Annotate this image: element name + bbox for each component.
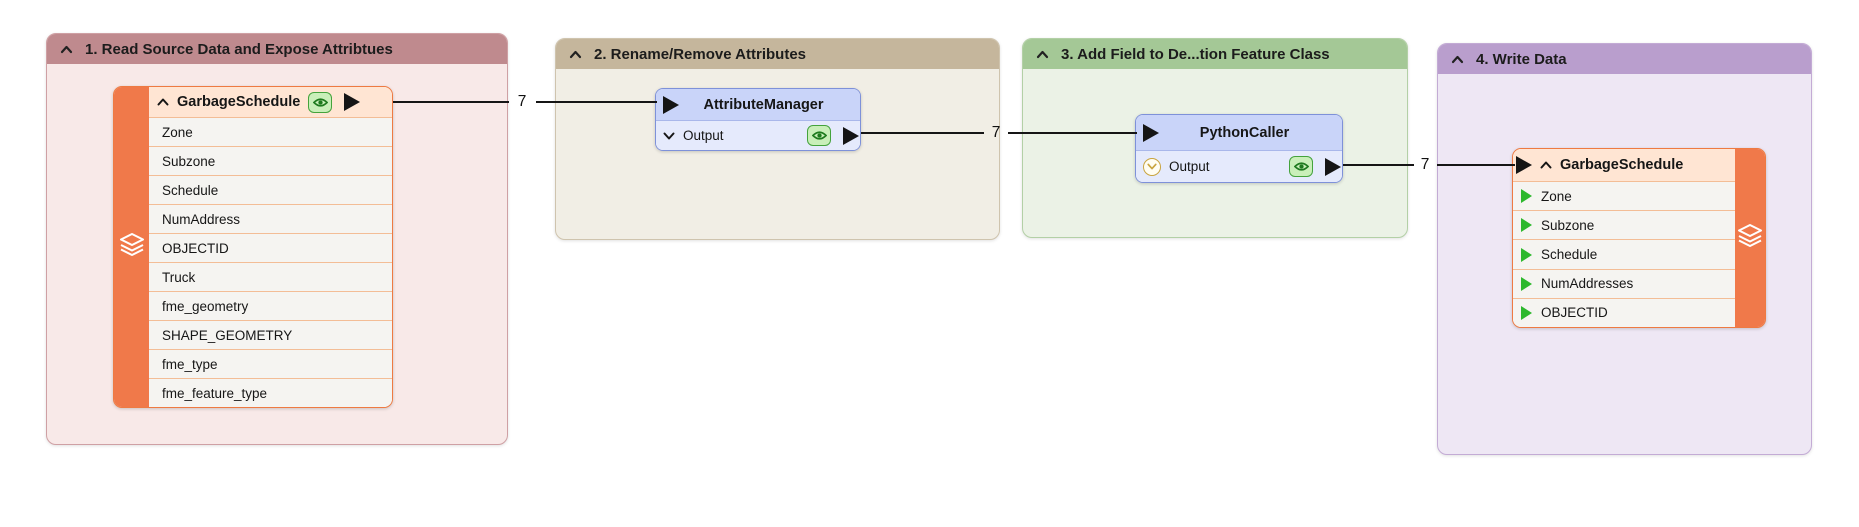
bookmark-title: 1. Read Source Data and Expose Attribtue…	[85, 40, 393, 58]
output-port[interactable]	[1325, 157, 1341, 176]
bookmark-title: 4. Write Data	[1476, 50, 1567, 68]
connection-feature-count: 7	[991, 124, 1001, 141]
transformer-title: AttributeManager	[703, 96, 824, 113]
connection-line[interactable]	[393, 101, 509, 103]
bookmark-header[interactable]: 1. Read Source Data and Expose Attribtue…	[47, 34, 507, 64]
attribute-row: Zone	[1513, 181, 1735, 211]
feature-caching-eye-icon[interactable]	[1289, 156, 1313, 177]
output-port[interactable]	[344, 93, 361, 111]
writer-node-garbageschedule[interactable]: GarbageSchedule Zone Subzone Schedule Nu…	[1512, 148, 1766, 328]
transformer-header[interactable]: AttributeManager	[656, 89, 860, 120]
attribute-row: OBJECTID	[1513, 297, 1735, 327]
feature-type-stripe	[1735, 149, 1765, 327]
collapse-chevron-icon[interactable]	[569, 50, 582, 59]
output-port-label: Output	[683, 128, 724, 143]
attribute-mapped-icon	[1521, 218, 1532, 233]
attribute-row: NumAddresses	[1513, 268, 1735, 298]
feature-type-stripe	[114, 87, 149, 407]
connection-line[interactable]	[1343, 164, 1414, 166]
writer-node-header[interactable]: GarbageSchedule	[1513, 149, 1735, 181]
output-port-row[interactable]: Output	[656, 120, 860, 150]
attribute-row: OBJECTID	[149, 233, 392, 262]
bookmark-title: 3. Add Field to De...tion Feature Class	[1061, 45, 1330, 63]
input-port[interactable]	[663, 95, 679, 114]
attribute-row: SHAPE_GEOMETRY	[149, 320, 392, 349]
attribute-row: Schedule	[1513, 239, 1735, 269]
attribute-row: NumAddress	[149, 204, 392, 233]
attribute-row: Subzone	[149, 146, 392, 175]
output-port-label: Output	[1169, 159, 1210, 174]
transformer-attributemanager[interactable]: AttributeManager Output	[655, 88, 861, 151]
input-port[interactable]	[1143, 123, 1159, 142]
feature-caching-eye-icon[interactable]	[807, 125, 831, 146]
connection-feature-count: 7	[1420, 156, 1430, 173]
chevron-down-icon[interactable]	[663, 132, 675, 140]
writer-node-title: GarbageSchedule	[1560, 157, 1684, 173]
attribute-row: fme_type	[149, 349, 392, 378]
attribute-mapped-icon	[1521, 189, 1532, 204]
attribute-row: Truck	[149, 262, 392, 291]
layers-icon	[119, 232, 145, 262]
bookmark-title: 2. Rename/Remove Attributes	[594, 45, 807, 63]
attribute-row: fme_feature_type	[149, 378, 392, 407]
attribute-row: Zone	[149, 117, 392, 146]
connection-line[interactable]	[1008, 132, 1137, 134]
attribute-mapped-icon	[1521, 305, 1532, 320]
output-port-row[interactable]: Output	[1136, 150, 1342, 182]
collapse-chevron-icon[interactable]	[1036, 50, 1049, 59]
transformer-pythoncaller[interactable]: PythonCaller Output	[1135, 114, 1343, 183]
collapse-chevron-icon[interactable]	[157, 98, 169, 106]
bookmark-header[interactable]: 3. Add Field to De...tion Feature Class	[1023, 39, 1407, 69]
collapse-chevron-icon[interactable]	[1451, 55, 1464, 64]
collapsed-chevron-badge-icon[interactable]	[1143, 157, 1161, 176]
connection-line[interactable]	[536, 101, 657, 103]
bookmark-header[interactable]: 2. Rename/Remove Attributes	[556, 39, 999, 69]
reader-node-garbageschedule[interactable]: GarbageSchedule Zone Subzone Schedule Nu…	[113, 86, 393, 408]
attribute-mapped-icon	[1521, 247, 1532, 262]
reader-node-title: GarbageSchedule	[177, 94, 301, 110]
collapse-chevron-icon[interactable]	[1540, 161, 1552, 169]
bookmark-header[interactable]: 4. Write Data	[1438, 44, 1811, 74]
collapse-chevron-icon[interactable]	[60, 45, 73, 54]
attribute-row: Subzone	[1513, 210, 1735, 240]
attribute-row: Schedule	[149, 175, 392, 204]
input-port[interactable]	[1516, 156, 1532, 174]
feature-caching-eye-icon[interactable]	[308, 91, 333, 113]
output-port[interactable]	[843, 126, 859, 145]
reader-node-header[interactable]: GarbageSchedule	[149, 87, 392, 117]
layers-icon	[1737, 223, 1763, 253]
attribute-mapped-icon	[1521, 276, 1532, 291]
connection-feature-count: 7	[517, 93, 527, 110]
connection-line[interactable]	[1437, 164, 1515, 166]
transformer-header[interactable]: PythonCaller	[1136, 115, 1342, 150]
connection-line[interactable]	[861, 132, 984, 134]
attribute-row: fme_geometry	[149, 291, 392, 320]
transformer-title: PythonCaller	[1199, 124, 1290, 141]
